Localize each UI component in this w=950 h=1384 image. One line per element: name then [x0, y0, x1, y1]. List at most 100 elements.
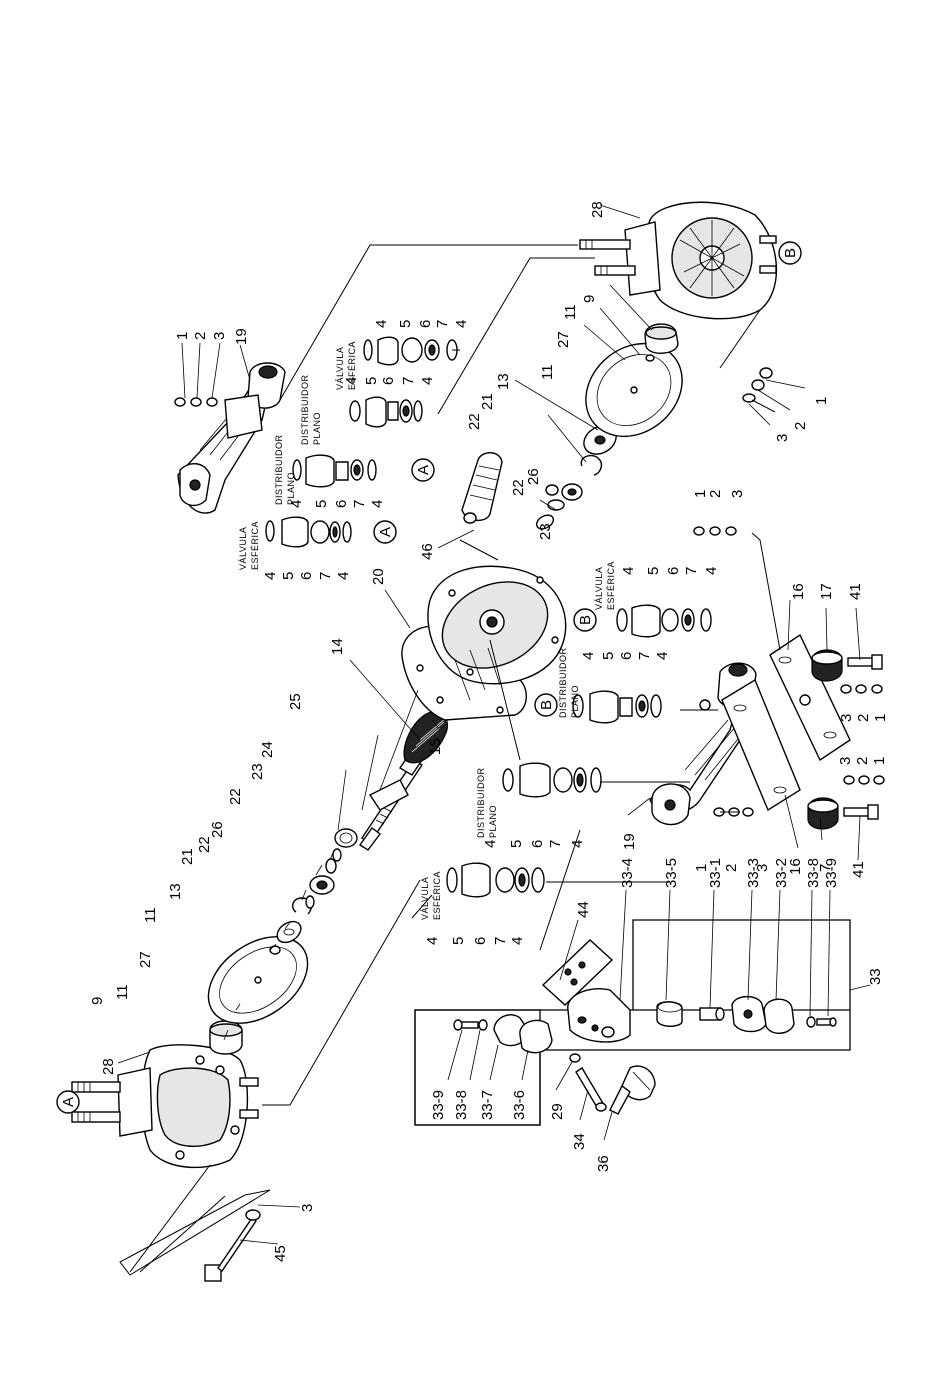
- foot-16-top: [769, 633, 851, 762]
- callout-4-a2b: 4: [369, 500, 386, 508]
- callout-14: 14: [329, 638, 346, 655]
- callout-6-c: 6: [380, 377, 397, 385]
- svg-text:PLANO: PLANO: [570, 685, 580, 718]
- callout-2-right: 2: [792, 422, 809, 430]
- callout-33: 33: [867, 968, 884, 985]
- top-nut-1: [174, 397, 186, 407]
- callout-41-bottom: 41: [850, 861, 867, 878]
- washer-3-b: [840, 684, 852, 694]
- left-ring-22b: [325, 858, 337, 874]
- right-washer-11b: [645, 354, 655, 362]
- callout-5-c: 5: [363, 377, 380, 385]
- callout-7-d: 7: [434, 320, 451, 328]
- connector-lines: [129, 244, 781, 1273]
- svg-text:A: A: [377, 527, 394, 537]
- svg-text:PLANO: PLANO: [312, 412, 322, 445]
- washer-2-a: [709, 526, 721, 536]
- left-ring-23: [332, 848, 342, 862]
- callout-13-left: 13: [167, 883, 184, 900]
- svg-text:DISTRIBUIDOR: DISTRIBUIDOR: [558, 647, 568, 718]
- muffler-36: [609, 1065, 656, 1115]
- callout-9-left: 9: [89, 997, 106, 1005]
- gasket-44: [541, 939, 614, 1006]
- plate-33-3: [731, 995, 767, 1033]
- nut-1-b: [871, 684, 883, 694]
- callout-5-rb2: 5: [645, 567, 662, 575]
- callout-4-ml: 4: [424, 937, 441, 945]
- callout-26-right: 26: [525, 468, 542, 485]
- callout-1-right: 1: [813, 397, 830, 405]
- washer-33-8-left: [478, 1019, 488, 1031]
- valve-label-3: DISTRIBUIDOR PLANO: [300, 374, 322, 445]
- callout-1-c: 1: [871, 757, 888, 765]
- washer-2-b: [855, 684, 867, 694]
- callout-13-right: 13: [495, 373, 512, 390]
- callout-3-top: 3: [211, 332, 228, 340]
- callout-2-d: 2: [723, 864, 740, 872]
- callout-46: 46: [419, 543, 436, 560]
- valve-label-1: VÁLVULA ESFÉRICA: [238, 521, 260, 570]
- callout-5-ml: 5: [450, 937, 467, 945]
- svg-text:ESFÉRICA: ESFÉRICA: [250, 521, 260, 570]
- callout-36: 36: [595, 1155, 612, 1172]
- svg-text:VÁLVULA: VÁLVULA: [335, 347, 345, 390]
- callout-22-right-b: 22: [466, 413, 483, 430]
- right-ring-22b: [545, 484, 559, 496]
- callout-1-b: 1: [872, 714, 889, 722]
- callout-4-mlb: 4: [509, 937, 526, 945]
- callout-3-d: 3: [754, 864, 771, 872]
- washer-2-c: [858, 775, 870, 785]
- plate-33-2: [763, 998, 795, 1034]
- callout-4-rb2b: 4: [703, 567, 720, 575]
- callout-3-b: 3: [838, 714, 855, 722]
- bolt-34: [575, 1067, 607, 1112]
- valve-stack-mid-left: [446, 862, 545, 898]
- callout-2-a: 2: [707, 490, 724, 498]
- callout-28-right: 28: [589, 201, 606, 218]
- callout-34: 34: [571, 1133, 588, 1150]
- callout-6-ml: 6: [472, 937, 489, 945]
- callout-33-8-right: 33-8: [805, 858, 822, 888]
- valve-stack-right-b1: [572, 690, 662, 724]
- right-circlip-21: [580, 454, 603, 476]
- callout-33-2: 33-2: [773, 858, 790, 888]
- callout-33-3: 33-3: [745, 858, 762, 888]
- svg-text:DISTRIBUIDOR: DISTRIBUIDOR: [300, 374, 310, 445]
- svg-text:DISTRIBUIDOR: DISTRIBUIDOR: [274, 434, 284, 505]
- callout-4-a1: 4: [262, 572, 279, 580]
- callout-1-a: 1: [692, 490, 709, 498]
- callout-2-c: 2: [854, 757, 871, 765]
- callout-1-top: 1: [174, 332, 191, 340]
- bolt-41-bottom: [843, 804, 879, 820]
- washer-29: [569, 1053, 581, 1063]
- callout-7-c: 7: [400, 377, 417, 385]
- right-ring-22a: [547, 499, 565, 511]
- callout-11-right-a: 11: [539, 364, 556, 380]
- valve-stack-top-a: [265, 516, 352, 548]
- callout-41-top: 41: [847, 583, 864, 600]
- left-chamber-28: [71, 1044, 259, 1169]
- rubber-foot-17: [811, 649, 843, 682]
- nut-1-a: [693, 526, 705, 536]
- valve-label-8: VÁLVULA ESFÉRICA: [594, 561, 616, 610]
- right-chamber-28: [579, 201, 778, 320]
- callout-5-a1: 5: [280, 572, 297, 580]
- left-plate-13: [276, 920, 302, 944]
- callout-33-8-left: 33-8: [453, 1090, 470, 1120]
- callout-2-b: 2: [855, 714, 872, 722]
- callout-5-rb1: 5: [600, 652, 617, 660]
- foot-16-bottom: [721, 678, 801, 812]
- callout-4-mb: 4: [482, 840, 499, 848]
- screw-33-9-right: [816, 1017, 837, 1027]
- svg-text:VÁLVULA: VÁLVULA: [594, 567, 604, 610]
- left-ring-22a: [305, 895, 315, 909]
- callout-9-right: 9: [581, 295, 598, 303]
- callout-23-left: 23: [249, 763, 266, 780]
- callout-6-a1: 6: [298, 572, 315, 580]
- callout-16-top: 16: [790, 583, 807, 600]
- rubber-foot-7: [807, 797, 839, 830]
- callout-44: 44: [575, 901, 592, 918]
- callout-6-rb2: 6: [665, 567, 682, 575]
- callout-21-left: 21: [179, 848, 196, 865]
- left-seal-24: [334, 828, 358, 848]
